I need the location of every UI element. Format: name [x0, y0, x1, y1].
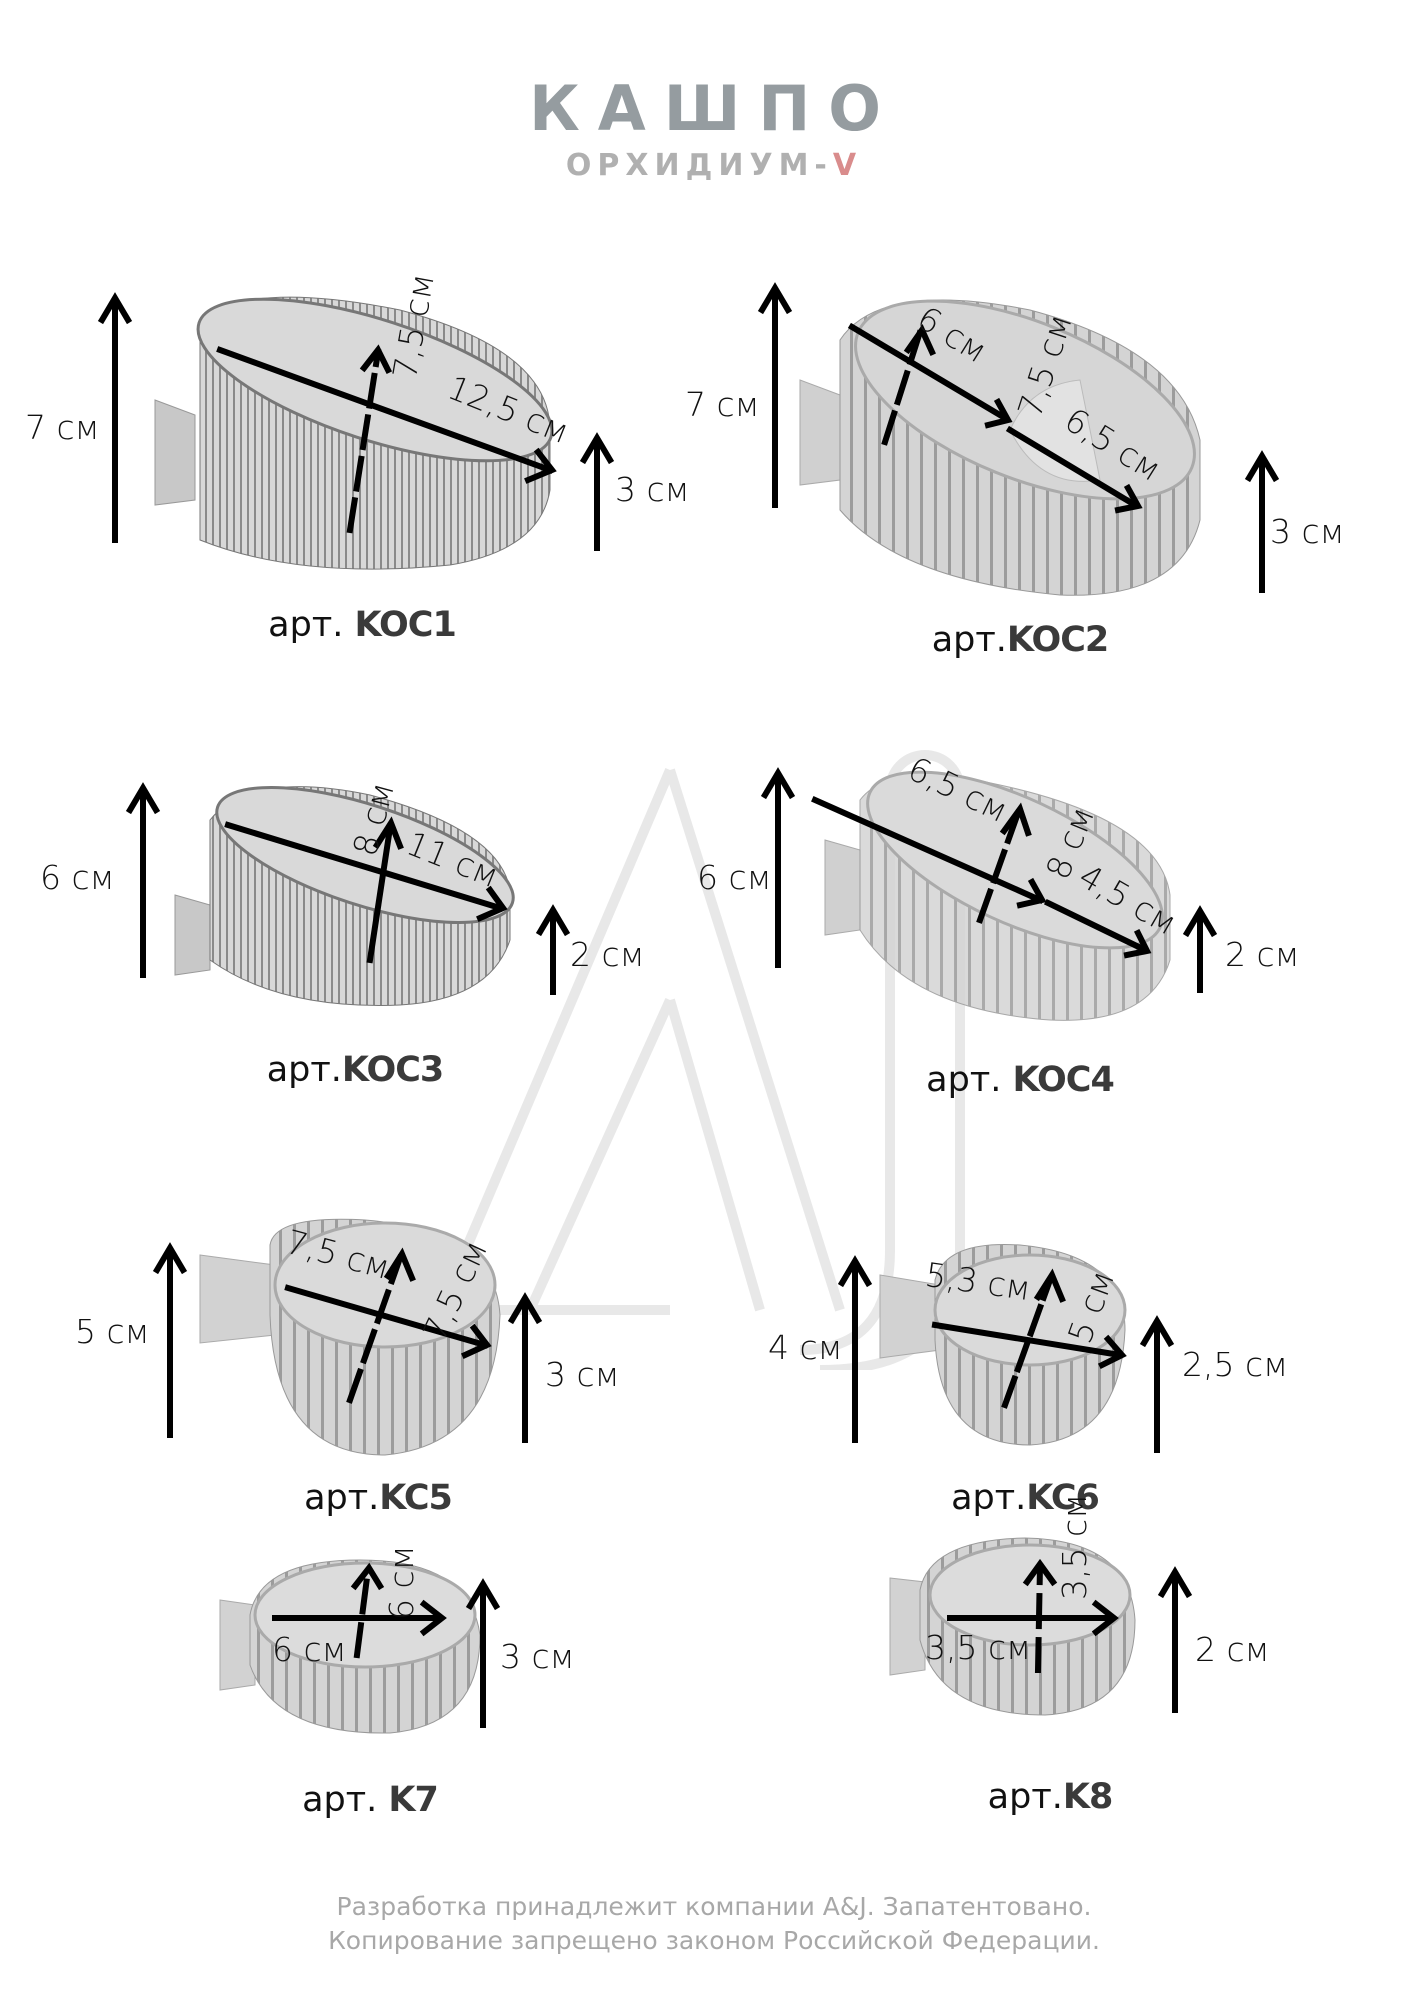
total-height-label: 4 см	[768, 1328, 843, 1367]
front-height-label: 3 см	[615, 470, 690, 509]
kc6-dimension-arrows	[837, 1255, 1175, 1453]
total-height-label: 6 см	[40, 858, 115, 897]
koc3-dimension-arrows	[125, 782, 571, 995]
pot-round-kc5-illustration	[199, 1218, 501, 1456]
article-label: арт. KOC1	[268, 605, 457, 645]
koc4-dimension-arrows	[760, 767, 1218, 993]
subtitle-accent: V	[832, 148, 863, 183]
front-height-label: 2 см	[1195, 1630, 1270, 1669]
total-height-label: 7 см	[25, 408, 100, 447]
front-height-label: 2 см	[570, 935, 645, 974]
article-label: арт.KOC3	[266, 1050, 445, 1090]
front-height-label: 3 см	[500, 1637, 575, 1676]
article-label: арт.KC6	[951, 1478, 1100, 1518]
front-height-label: 2,5 см	[1182, 1345, 1289, 1384]
article-label: арт.KC5	[304, 1478, 453, 1518]
subtitle-text: ОРХИДИУМ-	[565, 148, 833, 183]
koc2-dimension-arrows	[757, 282, 1280, 593]
page-title: КАШПО	[529, 72, 899, 145]
total-height-label: 7 см	[685, 385, 760, 424]
k8-dimension-arrows	[947, 1558, 1193, 1713]
footer-line-2: Копирование запрещено законом Российской…	[328, 1926, 1100, 1955]
article-label: арт. KOC4	[926, 1060, 1115, 1100]
length-label: 3,5 см	[925, 1628, 1032, 1667]
length-label: 6 см	[272, 1630, 347, 1669]
front-height-label: 3 см	[1270, 512, 1345, 551]
page-subtitle: ОРХИДИУМ-V	[0, 148, 1428, 183]
article-label: арт.K8	[987, 1777, 1114, 1817]
article-label: арт. K7	[302, 1780, 439, 1820]
width-label: 6 см	[382, 1545, 421, 1620]
footer-line-1: Разработка принадлежит компании A&J. Зап…	[336, 1892, 1092, 1921]
kc5-dimension-arrows	[152, 1242, 543, 1443]
copyright-footer: Разработка принадлежит компании A&J. Зап…	[0, 1890, 1428, 1958]
pot-oval-koc4-illustration	[824, 770, 1171, 1021]
article-label: арт.KOC2	[931, 620, 1110, 660]
front-height-label: 3 см	[545, 1355, 620, 1394]
width-label: 3,5 см	[1055, 1493, 1094, 1600]
total-height-label: 5 см	[75, 1312, 150, 1351]
total-height-label: 6 см	[697, 858, 772, 897]
k7-dimension-arrows	[272, 1562, 501, 1728]
front-height-label: 2 см	[1225, 935, 1300, 974]
pot-round-kc6-illustration	[879, 1243, 1127, 1446]
koc1-dimension-arrows	[97, 292, 615, 551]
